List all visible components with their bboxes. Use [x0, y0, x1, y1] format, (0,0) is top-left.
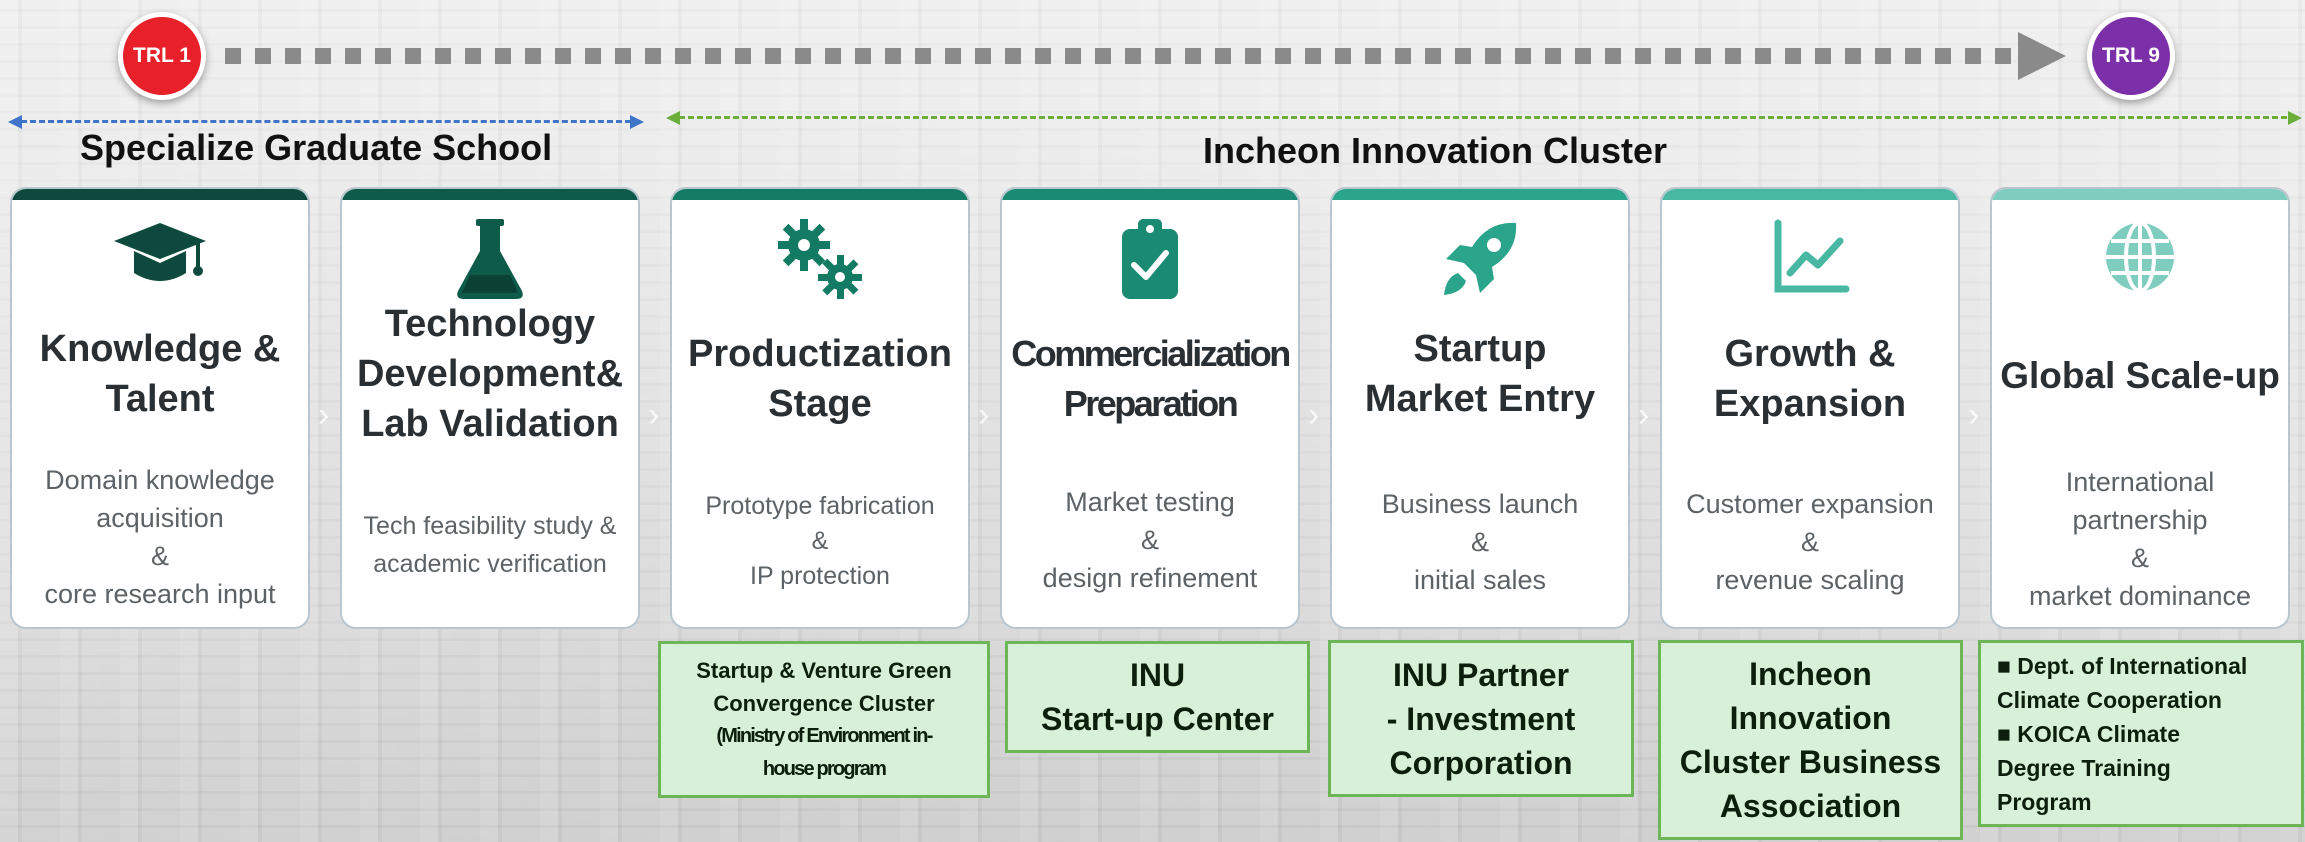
trl-end-badge: TRL 9 [2087, 12, 2175, 100]
stage-bar [672, 189, 968, 200]
innovation-cluster-range-right-arrow [2288, 111, 2302, 125]
innovation-cluster-title: Incheon Innovation Cluster [1203, 130, 1668, 171]
trl-start-badge: TRL 1 [118, 12, 206, 100]
trl-arrow-head [2018, 32, 2066, 80]
globe-icon [1992, 217, 2288, 301]
trl-track [225, 48, 2025, 64]
stage-bar [1662, 189, 1958, 200]
stage-bar [12, 189, 308, 200]
org-box-green-convergence-cluster: Startup & Venture Green Convergence Clus… [658, 641, 990, 798]
chevron-right-icon: › [1638, 396, 1650, 434]
stage-bar [1002, 189, 1298, 200]
rocket-icon [1332, 217, 1628, 301]
stage-bar [1332, 189, 1628, 200]
innovation-cluster-range-line [670, 116, 2296, 119]
stage-title: Knowledge &Talent [39, 328, 281, 420]
stage-description: Customer expansion&revenue scaling [1686, 489, 1934, 595]
graduate-school-range-right-arrow [630, 115, 644, 129]
graduate-school-range-left-arrow [8, 115, 22, 129]
stage-description: Business launch&initial sales [1381, 489, 1579, 595]
innovation-cluster-range-left-arrow [666, 111, 680, 125]
stage-card-growth: Growth &Expansion Customer expansion&rev… [1660, 187, 1960, 629]
graduation-cap-icon [12, 217, 308, 301]
stage-title: Global Scale-up [2000, 355, 2280, 396]
flask-icon [342, 217, 638, 301]
stage-bar [342, 189, 638, 200]
stage-title: Growth &Expansion [1713, 333, 1907, 425]
chevron-right-icon: › [978, 396, 990, 434]
stage-description: Tech feasibility study &academic verific… [363, 512, 617, 578]
chevron-right-icon: › [1308, 396, 1320, 434]
graduate-school-range-line [12, 120, 640, 123]
chevron-right-icon: › [648, 396, 660, 434]
org-box-inu-startup-center: INU Start-up Center [1005, 641, 1310, 753]
org-box-inu-partner: INU Partner - Investment Corporation [1328, 640, 1634, 797]
clipboard-check-icon [1002, 217, 1298, 301]
stage-bar [1992, 189, 2288, 200]
chevron-right-icon: › [1968, 396, 1980, 434]
gears-icon [672, 217, 968, 301]
stage-description: Market testing&design refinement [1042, 487, 1258, 593]
stage-description: Prototype fabrication&IP protection [705, 492, 935, 590]
graduate-school-title: Specialize Graduate School [80, 127, 553, 168]
org-box-international-climate: ■ Dept. of International Climate Coopera… [1978, 640, 2304, 827]
chevron-right-icon: › [318, 396, 330, 434]
org-box-cluster-business-association: Incheon Innovation Cluster Business Asso… [1658, 640, 1963, 840]
chart-line-icon [1662, 217, 1958, 301]
